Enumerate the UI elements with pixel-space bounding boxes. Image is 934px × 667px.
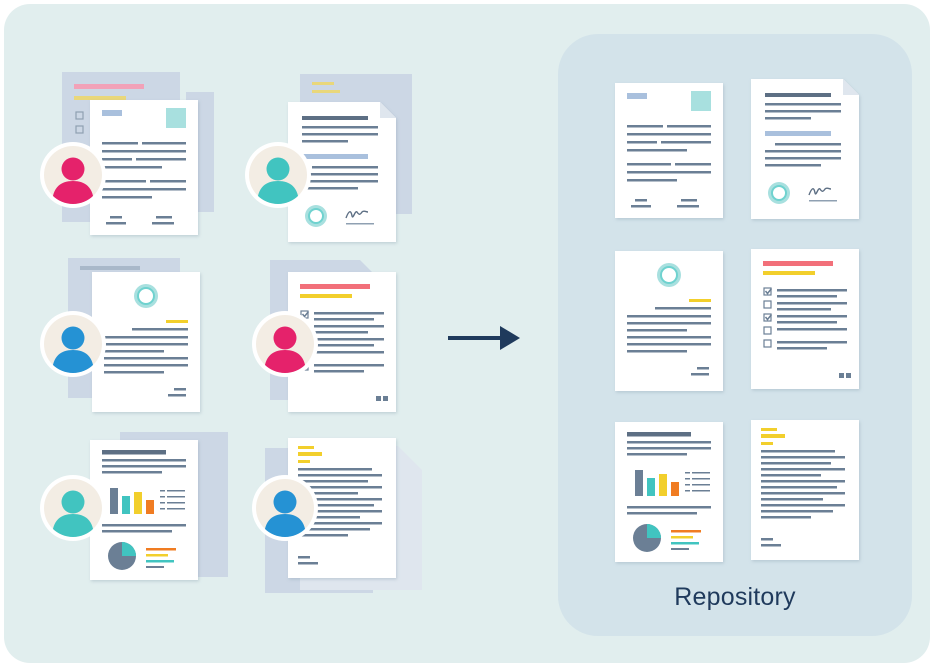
repo-chart-report-document [615, 422, 723, 562]
user-stack-6 [252, 438, 422, 593]
letter-document [90, 100, 198, 235]
user-stack-2 [245, 74, 412, 242]
user-stack-3 [40, 258, 200, 412]
user-avatar-teal [245, 142, 311, 208]
user-stack-5 [40, 432, 228, 580]
arrow-right-icon [448, 326, 520, 350]
user-avatar-pink-2 [252, 311, 318, 377]
seal-letter-document [92, 272, 200, 412]
repo-text-report-document [751, 420, 859, 560]
user-avatar-teal-2 [40, 475, 106, 541]
user-stack-1 [40, 72, 214, 235]
user-stack-4 [252, 260, 396, 412]
user-avatar-blue-2 [252, 475, 318, 541]
user-avatar-blue [40, 311, 106, 377]
chart-report-document [90, 440, 198, 580]
repository-label: Repository [674, 583, 796, 611]
repo-signed-memo-document [751, 79, 859, 219]
repo-letter-document [615, 83, 723, 218]
repo-checklist-document [751, 249, 859, 389]
repo-seal-letter-document [615, 251, 723, 391]
user-avatar-pink [40, 142, 106, 208]
